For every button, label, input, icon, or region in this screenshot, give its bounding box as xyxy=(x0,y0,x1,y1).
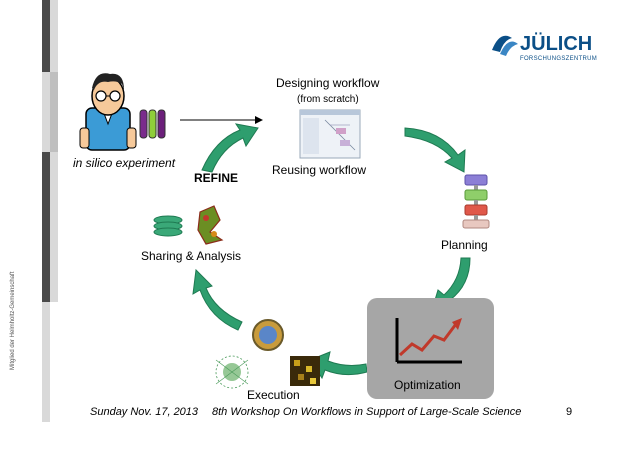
planning-stack-icon xyxy=(462,174,490,229)
reusing-workflow-label: Reusing workflow xyxy=(272,163,367,177)
sidebar-bar-dark-mid xyxy=(42,72,50,152)
footer-workshop: 8th Workshop On Workflows in Support of … xyxy=(212,406,522,418)
julich-logo-text: JÜLICH xyxy=(520,33,593,55)
refine-label: REFINE xyxy=(194,171,239,185)
from-scratch-label: (from scratch) xyxy=(297,94,359,105)
page-number: 9 xyxy=(566,406,573,418)
planning-label: Planning xyxy=(441,238,488,252)
protein-structure-icon xyxy=(197,205,224,245)
sidebar-bar-light-low xyxy=(50,152,58,302)
sharing-analysis-label: Sharing & Analysis xyxy=(141,249,242,263)
execution-to-sharing-arrow xyxy=(192,268,243,331)
designing-workflow-label: Designing workflow xyxy=(276,76,380,90)
network-graph-icon xyxy=(215,355,249,389)
sidebar-bar-dark-bottom xyxy=(42,302,50,422)
database-disks-icon xyxy=(153,215,183,237)
sidebar-bar-light-mid xyxy=(50,72,58,152)
in-silico-label: in silico experiment xyxy=(73,156,176,170)
refine-arrow xyxy=(201,123,259,173)
execution-badge-icon xyxy=(252,319,284,351)
heatmap-image-icon xyxy=(290,356,320,386)
sidebar-bar-dark-low xyxy=(42,152,50,302)
execution-label: Execution xyxy=(247,388,300,402)
design-to-planning-arrow xyxy=(404,127,466,173)
julich-logo-subtitle: FORSCHUNGSZENTRUM xyxy=(520,56,598,62)
scientist-icon xyxy=(79,73,137,151)
julich-logo-icon xyxy=(492,35,518,56)
optimization-label: Optimization xyxy=(394,378,461,392)
workflow-editor-thumbnail xyxy=(299,109,361,159)
test-tubes-icon xyxy=(139,109,166,139)
top-connector-arrowhead xyxy=(255,116,263,124)
sidebar-bar-dark-top xyxy=(42,0,50,72)
sidebar-bar-light-top xyxy=(50,0,58,72)
footer-date: Sunday Nov. 17, 2013 xyxy=(90,406,199,418)
